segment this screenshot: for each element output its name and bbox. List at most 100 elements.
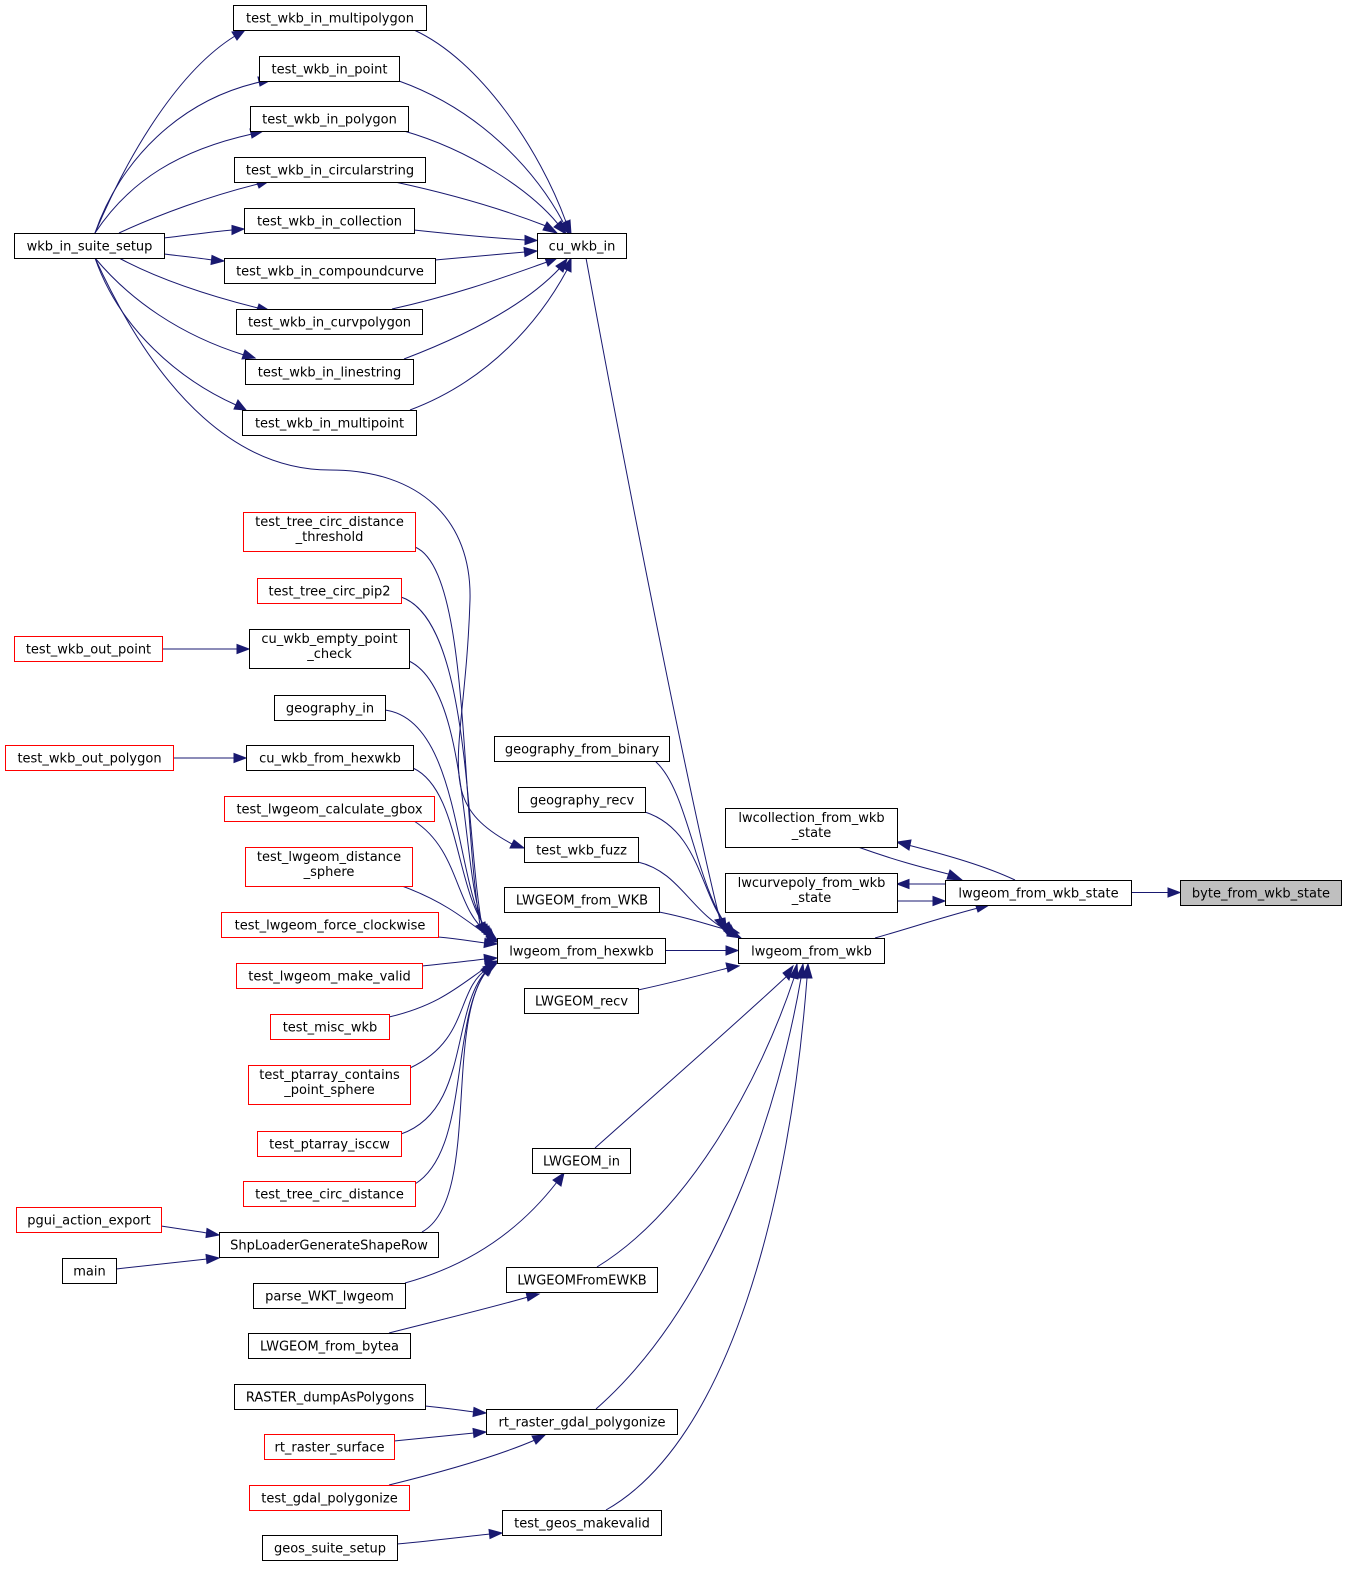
node-byte_from_wkb_state[interactable]: byte_from_wkb_state — [1180, 880, 1342, 906]
node-box[interactable] — [725, 808, 898, 848]
node-parse_WKT_lwgeom[interactable]: parse_WKT_lwgeom — [253, 1283, 406, 1309]
node-box[interactable] — [253, 1283, 406, 1309]
node-test_lwgeom_make_valid[interactable]: test_lwgeom_make_valid — [236, 963, 423, 989]
node-box[interactable] — [242, 410, 417, 436]
node-test_ptarray_isccw[interactable]: test_ptarray_isccw — [257, 1131, 402, 1157]
node-box[interactable] — [945, 880, 1132, 906]
node-wkb_in_suite_setup[interactable]: wkb_in_suite_setup — [14, 233, 165, 259]
node-box[interactable] — [537, 233, 627, 259]
node-box[interactable] — [224, 796, 435, 822]
node-cu_wkb_in[interactable]: cu_wkb_in — [537, 233, 627, 259]
node-lwgeom_from_hexwkb[interactable]: lwgeom_from_hexwkb — [497, 938, 666, 964]
node-box[interactable] — [243, 1181, 416, 1207]
node-box[interactable] — [494, 736, 670, 762]
node-box[interactable] — [725, 873, 898, 913]
node-test_wkb_out_point[interactable]: test_wkb_out_point — [14, 636, 163, 662]
node-box[interactable] — [246, 745, 414, 771]
node-box[interactable] — [486, 1409, 678, 1435]
node-box[interactable] — [234, 157, 426, 183]
node-lwcurvepoly_from_wkb_state[interactable]: lwcurvepoly_from_wkb_state — [725, 873, 898, 913]
node-box[interactable] — [234, 1384, 426, 1410]
node-test_wkb_in_collection[interactable]: test_wkb_in_collection — [244, 208, 415, 234]
node-cu_wkb_empty_point_check[interactable]: cu_wkb_empty_point_check — [249, 629, 410, 669]
node-rt_raster_surface[interactable]: rt_raster_surface — [264, 1434, 395, 1460]
node-test_wkb_in_point[interactable]: test_wkb_in_point — [259, 56, 400, 82]
node-test_geos_makevalid[interactable]: test_geos_makevalid — [502, 1510, 662, 1536]
node-box[interactable] — [518, 787, 646, 813]
node-test_wkb_in_multipoint[interactable]: test_wkb_in_multipoint — [242, 410, 417, 436]
node-box[interactable] — [224, 258, 436, 284]
node-box[interactable] — [257, 1131, 402, 1157]
node-test_gdal_polygonize[interactable]: test_gdal_polygonize — [249, 1485, 410, 1511]
node-box[interactable] — [270, 1014, 390, 1040]
node-test_tree_circ_distance[interactable]: test_tree_circ_distance — [243, 1181, 416, 1207]
node-test_misc_wkb[interactable]: test_misc_wkb — [270, 1014, 390, 1040]
node-cu_wkb_from_hexwkb[interactable]: cu_wkb_from_hexwkb — [246, 745, 414, 771]
node-box[interactable] — [524, 988, 639, 1014]
node-test_lwgeom_distance_sphere[interactable]: test_lwgeom_distance_sphere — [245, 847, 413, 887]
node-test_ptarray_contains_point_sphere[interactable]: test_ptarray_contains_point_sphere — [248, 1065, 411, 1105]
node-geography_from_binary[interactable]: geography_from_binary — [494, 736, 670, 762]
node-box[interactable] — [1180, 880, 1342, 906]
node-box[interactable] — [5, 745, 174, 771]
node-box[interactable] — [233, 5, 427, 31]
node-test_tree_circ_distance_threshold[interactable]: test_tree_circ_distance_threshold — [243, 512, 416, 552]
node-geos_suite_setup[interactable]: geos_suite_setup — [262, 1535, 398, 1561]
node-test_wkb_in_polygon[interactable]: test_wkb_in_polygon — [250, 106, 409, 132]
node-geography_recv[interactable]: geography_recv — [518, 787, 646, 813]
node-test_wkb_in_curvpolygon[interactable]: test_wkb_in_curvpolygon — [236, 309, 423, 335]
node-test_lwgeom_force_clockwise[interactable]: test_lwgeom_force_clockwise — [221, 912, 439, 938]
node-box[interactable] — [245, 359, 414, 385]
node-test_lwgeom_calculate_gbox[interactable]: test_lwgeom_calculate_gbox — [224, 796, 435, 822]
node-test_wkb_in_compoundcurve[interactable]: test_wkb_in_compoundcurve — [224, 258, 436, 284]
node-box[interactable] — [504, 887, 660, 913]
node-test_tree_circ_pip2[interactable]: test_tree_circ_pip2 — [257, 578, 402, 604]
node-box[interactable] — [243, 512, 416, 552]
node-box[interactable] — [259, 56, 400, 82]
node-test_wkb_out_polygon[interactable]: test_wkb_out_polygon — [5, 745, 174, 771]
node-lwcollection_from_wkb_state[interactable]: lwcollection_from_wkb_state — [725, 808, 898, 848]
node-box[interactable] — [236, 963, 423, 989]
node-box[interactable] — [245, 847, 413, 887]
node-lwgeom_from_wkb[interactable]: lwgeom_from_wkb — [738, 938, 885, 964]
node-box[interactable] — [257, 578, 402, 604]
node-box[interactable] — [14, 636, 163, 662]
node-box[interactable] — [524, 837, 639, 863]
node-box[interactable] — [532, 1148, 631, 1174]
node-box[interactable] — [502, 1510, 662, 1536]
node-test_wkb_in_linestring[interactable]: test_wkb_in_linestring — [245, 359, 414, 385]
node-box[interactable] — [249, 629, 410, 669]
node-box[interactable] — [62, 1258, 117, 1284]
node-box[interactable] — [244, 208, 415, 234]
node-test_wkb_in_circularstring[interactable]: test_wkb_in_circularstring — [234, 157, 426, 183]
node-box[interactable] — [221, 912, 439, 938]
node-RASTER_dumpAsPolygons[interactable]: RASTER_dumpAsPolygons — [234, 1384, 426, 1410]
node-box[interactable] — [16, 1207, 162, 1233]
node-box[interactable] — [262, 1535, 398, 1561]
node-box[interactable] — [219, 1232, 439, 1258]
node-main[interactable]: main — [62, 1258, 117, 1284]
node-box[interactable] — [248, 1065, 411, 1105]
node-box[interactable] — [248, 1333, 411, 1359]
node-LWGEOMFromEWKB[interactable]: LWGEOMFromEWKB — [506, 1267, 658, 1293]
node-lwgeom_from_wkb_state[interactable]: lwgeom_from_wkb_state — [945, 880, 1132, 906]
node-box[interactable] — [274, 695, 386, 721]
node-box[interactable] — [249, 1485, 410, 1511]
node-geography_in[interactable]: geography_in — [274, 695, 386, 721]
node-LWGEOM_recv[interactable]: LWGEOM_recv — [524, 988, 639, 1014]
node-ShpLoaderGenerateShapeRow[interactable]: ShpLoaderGenerateShapeRow — [219, 1232, 439, 1258]
node-box[interactable] — [250, 106, 409, 132]
node-box[interactable] — [506, 1267, 658, 1293]
node-pgui_action_export[interactable]: pgui_action_export — [16, 1207, 162, 1233]
node-test_wkb_in_multipolygon[interactable]: test_wkb_in_multipolygon — [233, 5, 427, 31]
node-LWGEOM_from_bytea[interactable]: LWGEOM_from_bytea — [248, 1333, 411, 1359]
node-LWGEOM_from_WKB[interactable]: LWGEOM_from_WKB — [504, 887, 660, 913]
node-box[interactable] — [264, 1434, 395, 1460]
node-box[interactable] — [236, 309, 423, 335]
node-rt_raster_gdal_polygonize[interactable]: rt_raster_gdal_polygonize — [486, 1409, 678, 1435]
node-test_wkb_fuzz[interactable]: test_wkb_fuzz — [524, 837, 639, 863]
node-box[interactable] — [14, 233, 165, 259]
node-box[interactable] — [497, 938, 666, 964]
node-box[interactable] — [738, 938, 885, 964]
node-LWGEOM_in[interactable]: LWGEOM_in — [532, 1148, 631, 1174]
